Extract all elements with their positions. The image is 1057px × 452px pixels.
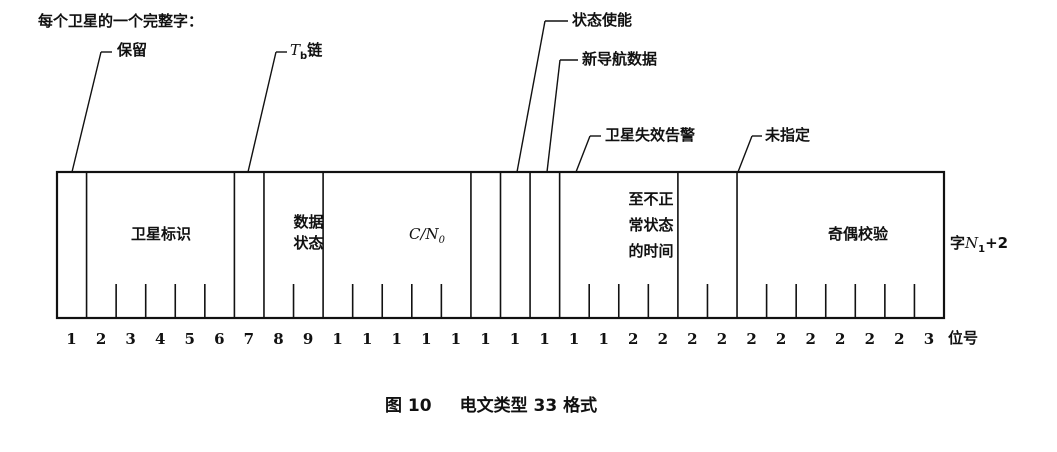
callout-leader-line [575,135,591,173]
bit-number: 9 [302,330,314,348]
callout-reserved: 保留 [117,41,148,59]
callout-sat-failure-alarm: 卫星失效告警 [605,126,696,144]
callout-unspecified: 未指定 [765,126,811,144]
bit-number: 2 [775,330,787,348]
callout-tb-chain: Tb链 [290,41,323,62]
bit-number: 3 [125,330,136,348]
bit-number: 6 [214,330,225,348]
bit-number: 1 [568,330,580,348]
bit-number: 1 [450,330,462,348]
bit-number: 1 [539,330,550,348]
bit-number: 2 [864,330,876,348]
bit-number: 2 [746,330,757,348]
bit-number: 7 [243,330,255,348]
bit-number: 2 [657,330,669,348]
bit-number: 2 [628,330,639,348]
header-text: 每个卫星的一个完整字： [38,12,204,30]
bit-number: 2 [805,330,816,348]
bit-number: 1 [332,330,343,348]
bit-number: 2 [894,330,905,348]
callout-leader-line [737,135,753,173]
callout-leader-line [71,51,102,173]
callout-leader-line [546,59,561,173]
callout-new-nav-data: 新导航数据 [582,50,658,68]
bit-number: 2 [687,330,698,348]
bit-number: 1 [480,330,491,348]
bit-number: 1 [391,330,402,348]
callout-status-enable: 状态使能 [572,11,633,29]
bit-number: 1 [509,330,521,348]
word-label: 字N1+2 [950,234,1009,255]
cell-cn0: C/N0 [408,225,446,246]
cell-sv-id: 卫星标识 [130,225,191,243]
callout-leader-line [247,51,277,173]
callout-leader-line [516,20,546,173]
bit-number: 5 [184,330,195,348]
cell-parity: 奇偶校验 [827,225,888,243]
bit-number: 2 [716,330,728,348]
bit-number: 2 [835,330,846,348]
bit-number: 8 [273,330,284,348]
bit-number: 2 [95,330,107,348]
bit-number: 1 [66,330,77,348]
bit-number: 1 [421,330,432,348]
bit-number: 4 [154,330,166,348]
bit-number: 1 [598,330,609,348]
bit-axis-label: 位号 [948,329,979,347]
bit-number: 1 [361,330,373,348]
bit-number: 3 [923,330,935,348]
cell-time-to-abnormal: 至不正常状态的时间 [628,190,674,260]
cell-data-status: 数据状态 [293,213,324,252]
